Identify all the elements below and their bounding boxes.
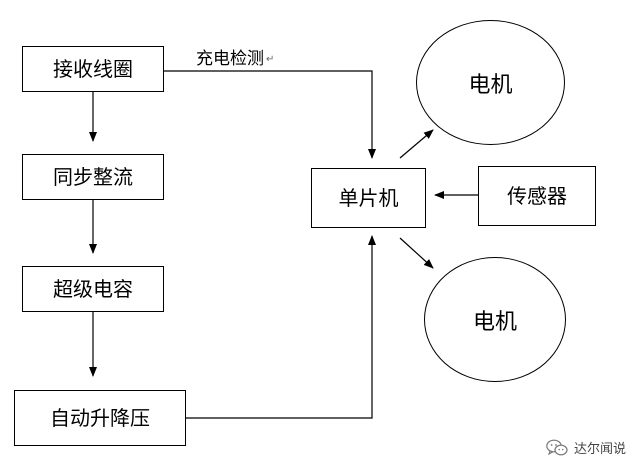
edge-label-charge-detect: 充电检测↵: [196, 44, 274, 69]
node-motor-top-label: 电机: [468, 72, 513, 98]
node-motor-top: 电机: [416, 20, 565, 145]
node-sync-rectifier: 同步整流: [22, 154, 164, 200]
node-auto-buck-boost: 自动升降压: [14, 390, 186, 446]
node-sensor: 传感器: [478, 166, 596, 226]
node-receive-coil-label: 接收线圈: [53, 57, 133, 81]
watermark-text: 达尔闻说: [573, 442, 626, 457]
arrow-mcu-to-motor-bottom: [399, 237, 434, 269]
node-motor-bottom: 电机: [424, 257, 566, 382]
wechat-icon: [546, 439, 568, 457]
node-auto-buck-boost-label: 自动升降压: [50, 406, 150, 430]
return-mark: ↵: [266, 53, 275, 65]
node-sensor-label: 传感器: [507, 184, 567, 208]
node-sync-rectifier-label: 同步整流: [53, 165, 133, 189]
node-mcu: 单片机: [311, 168, 426, 228]
edge-label-charge-detect-text: 充电检测: [196, 49, 264, 69]
node-supercapacitor-label: 超级电容: [53, 277, 133, 301]
node-motor-bottom-label: 电机: [472, 309, 517, 335]
node-supercapacitor: 超级电容: [22, 266, 164, 312]
node-receive-coil: 接收线圈: [22, 46, 164, 92]
arrow-mcu-to-motor-top: [399, 129, 434, 159]
node-mcu-label: 单片机: [338, 186, 399, 210]
watermark: 达尔闻说: [546, 438, 626, 457]
arrow-power-to-mcu: [186, 235, 376, 419]
arrow-charge-detect: [164, 70, 376, 159]
